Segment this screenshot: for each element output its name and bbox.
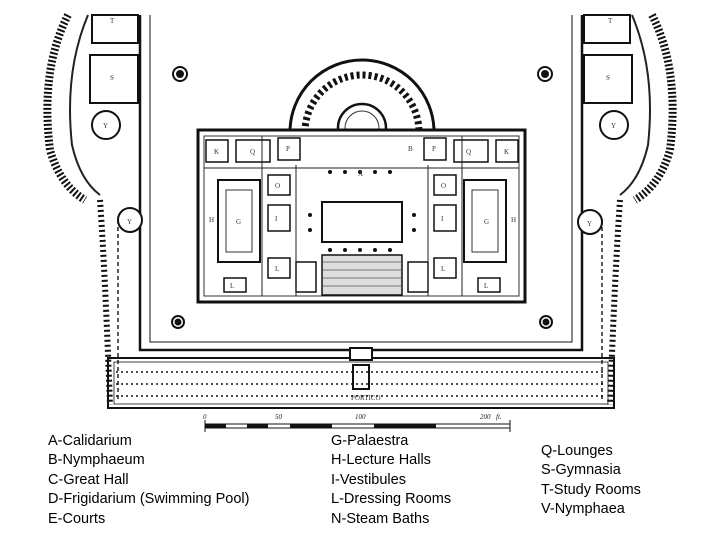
legend-text: -Great Hall	[58, 471, 129, 488]
legend-text: -Steam Baths	[341, 510, 430, 527]
legend-key: H	[331, 452, 342, 469]
room-letter: K	[504, 148, 509, 156]
room-letter: H	[511, 216, 516, 224]
room-letter: H	[209, 216, 214, 224]
central-bath-block	[196, 58, 527, 304]
legend-text: -Lecture Halls	[341, 452, 431, 469]
legend-item: B-Nymphaeum	[48, 451, 249, 470]
room-letter: L	[484, 282, 488, 290]
portico-colonnade	[116, 371, 606, 397]
legend-text: -Nymphaea	[549, 501, 625, 518]
room-letter: A	[358, 170, 363, 178]
legend-key: B	[48, 452, 58, 469]
room-letter: O	[275, 182, 280, 190]
room-letter: B	[408, 145, 413, 153]
legend-column-3: Q-Lounges S-Gymnasia T-Study Rooms V-Nym…	[541, 442, 641, 520]
room-letter: O	[441, 182, 446, 190]
legend-text: -Calidarium	[57, 433, 132, 449]
room-letter: Y	[587, 220, 592, 228]
legend-item: V-Nymphaea	[541, 500, 641, 519]
legend-text: -Palaestra	[342, 433, 409, 449]
legend-text: -Frigidarium (Swimming Pool)	[58, 491, 250, 508]
scale-tick-label: 100	[355, 413, 366, 421]
legend-item: N-Steam Baths	[331, 510, 451, 529]
legend-key: E	[48, 510, 58, 527]
room-letter: L	[275, 265, 279, 273]
room-letter: L	[230, 282, 234, 290]
legend-key: I	[331, 471, 336, 488]
room-letter: T	[110, 17, 115, 25]
legend-text: -Lounges	[552, 443, 613, 459]
legend-key: N	[331, 510, 342, 527]
court-rotundas	[171, 66, 553, 329]
room-letter: Q	[466, 148, 471, 156]
room-letter: I	[441, 215, 444, 223]
scale-tick-label: 0	[203, 413, 207, 421]
legend-text: -Courts	[57, 510, 106, 527]
scale-bar: 0 50 100 200 ft.	[203, 413, 511, 432]
legend-key: T	[541, 481, 550, 498]
legend-item: Q-Lounges	[541, 442, 641, 461]
legend-key: S	[541, 462, 551, 479]
room-letter: P	[432, 145, 436, 153]
legend-text: -Study Rooms	[549, 481, 641, 498]
legend-item: G-Palaestra	[331, 432, 451, 451]
room-letter: Y	[611, 122, 616, 130]
legend-item: L-Dressing Rooms	[331, 490, 451, 509]
portico-label: PORTICO	[351, 394, 381, 402]
room-letter: S	[606, 74, 610, 82]
room-letter: Q	[250, 148, 255, 156]
room-letter: T	[608, 17, 613, 25]
legend-item: A-Calidarium	[48, 432, 249, 451]
room-letter: G	[484, 218, 489, 226]
entrance-gate	[349, 347, 373, 390]
left-exedra	[43, 13, 143, 406]
legend-key: A	[48, 433, 58, 449]
legend-text: -Gymnasia	[550, 462, 621, 479]
room-letter: L	[441, 265, 445, 273]
legend-key: V	[541, 501, 550, 518]
room-letter: P	[286, 145, 290, 153]
room-letter: Y	[103, 122, 108, 130]
legend-text: -Vestibules	[335, 471, 406, 488]
room-letter: K	[214, 148, 219, 156]
legend-column-1: A-Calidarium B-Nymphaeum C-Great Hall D-…	[48, 432, 249, 529]
legend-key: D	[48, 491, 59, 508]
room-letter: Y	[127, 218, 132, 226]
room-letter: I	[275, 215, 278, 223]
legend-item: C-Great Hall	[48, 471, 249, 490]
legend-key: L	[331, 491, 340, 508]
legend-key: Q	[541, 443, 553, 459]
legend-item: I-Vestibules	[331, 471, 451, 490]
right-exedra	[577, 13, 677, 406]
legend-item: H-Lecture Halls	[331, 451, 451, 470]
legend-key: G	[331, 433, 343, 449]
legend-key: C	[48, 471, 59, 488]
legend-item: D-Frigidarium (Swimming Pool)	[48, 490, 249, 509]
room-letters: T T S S Y Y Y Y Q Q P P B K K A O O H H …	[103, 17, 616, 290]
legend-item: S-Gymnasia	[541, 461, 641, 480]
room-letter: G	[236, 218, 241, 226]
legend-item: T-Study Rooms	[541, 481, 641, 500]
legend-item: E-Courts	[48, 510, 249, 529]
room-letter: S	[110, 74, 114, 82]
legend-text: -Nymphaeum	[57, 452, 145, 469]
legend-text: -Dressing Rooms	[339, 491, 452, 508]
scale-tick-label: 50	[275, 413, 283, 421]
scale-unit-label: ft.	[496, 413, 502, 421]
scale-tick-label: 200	[480, 413, 491, 421]
legend-column-2: G-Palaestra H-Lecture Halls I-Vestibules…	[331, 432, 451, 529]
